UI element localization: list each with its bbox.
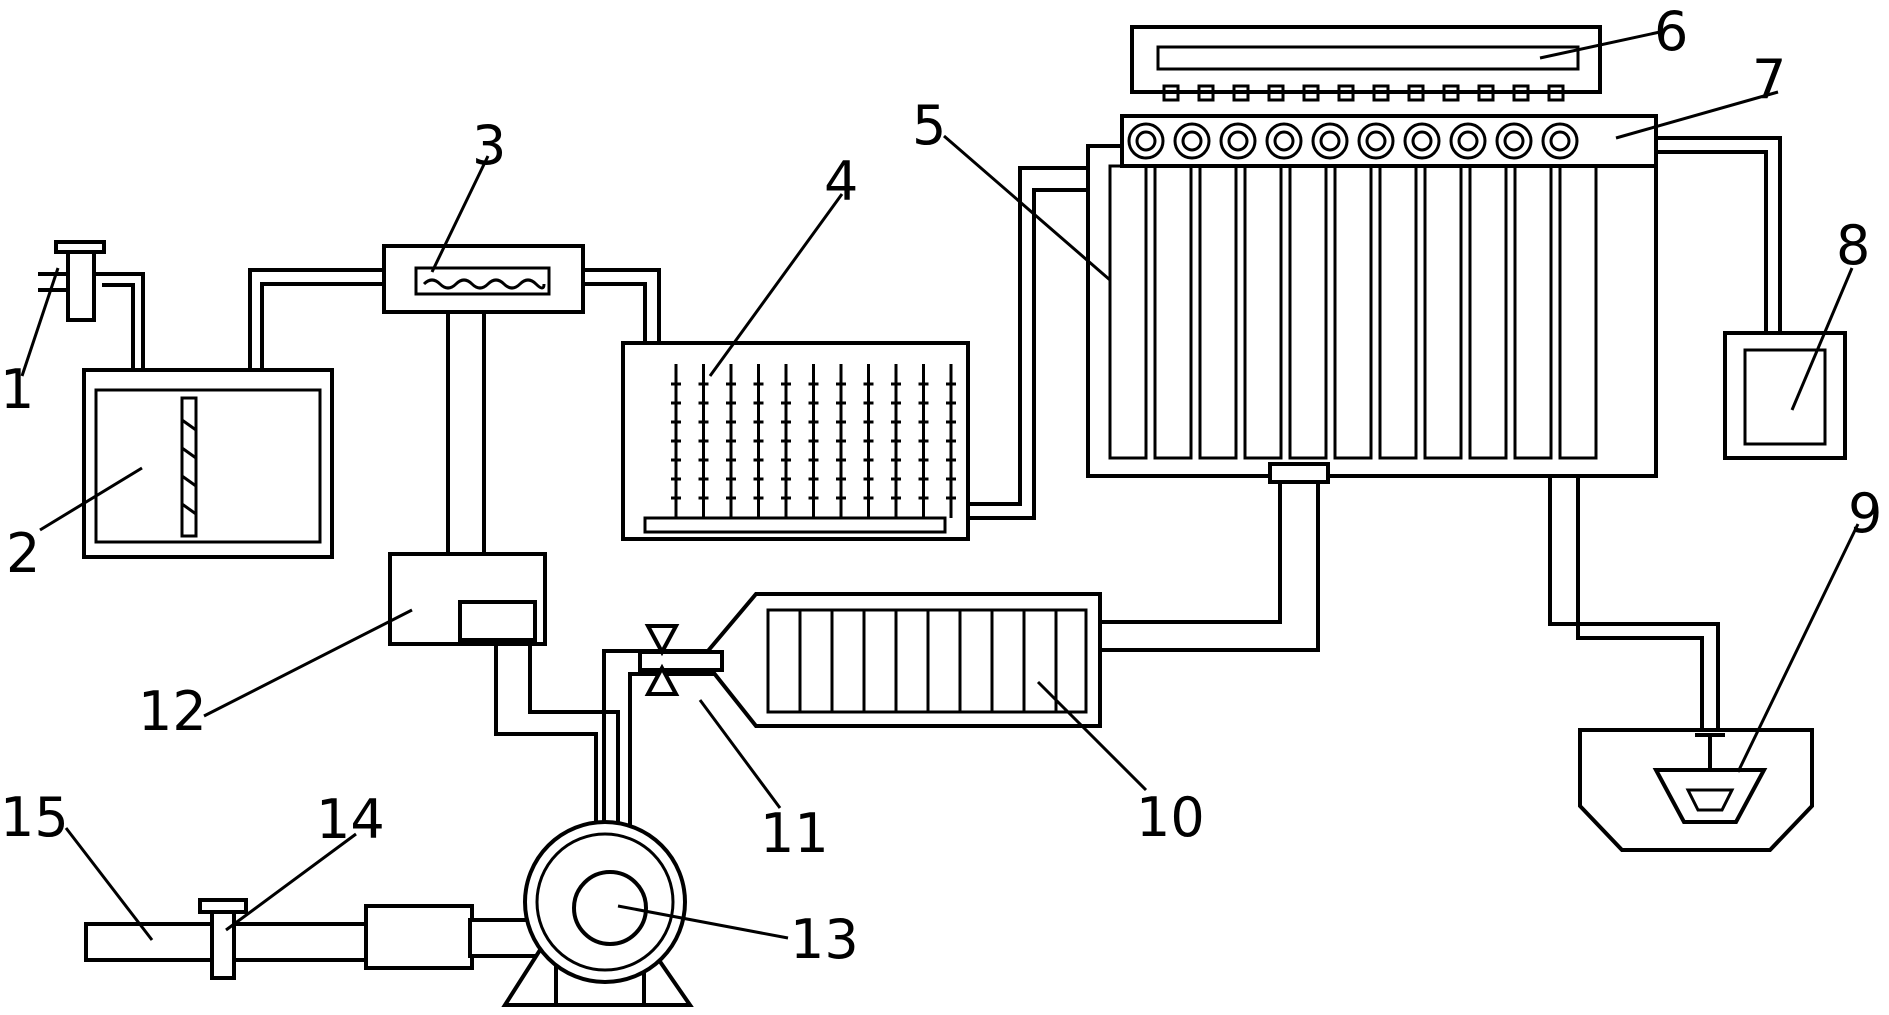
label-5: 5 [912,94,946,157]
filter-10 [699,592,1102,728]
electrode-array [671,364,956,518]
roller [1219,122,1257,160]
label-6: 6 [1654,0,1688,63]
valve-11 [638,624,724,696]
label-8: 8 [1836,214,1870,277]
nozzle [1302,84,1320,102]
nozzle [1162,84,1180,102]
roller [1541,122,1579,160]
settling-tank-9 [1578,728,1814,852]
nozzle [1547,84,1565,102]
nozzle [1407,84,1425,102]
leader-lines [20,30,1860,941]
label-9: 9 [1848,482,1882,545]
label-11: 11 [760,802,829,865]
electrode-tank-4 [621,341,970,541]
roller-core [1135,130,1157,152]
roller-row-7 [1120,114,1658,168]
nozzle-array [1162,84,1565,102]
nozzle [1337,84,1355,102]
top-unit-6 [1130,25,1602,102]
roller [1265,122,1303,160]
label-10: 10 [1136,786,1205,849]
label-2: 2 [6,522,40,585]
tank-2 [82,368,334,559]
cell-unit-5 [1086,144,1658,484]
label-4: 4 [824,150,858,213]
roller-core [1457,130,1479,152]
roller [1403,122,1441,160]
control-unit-12 [388,552,547,646]
roller-core [1503,130,1525,152]
nozzle [1512,84,1530,102]
label-7: 7 [1752,48,1786,111]
label-15: 15 [0,786,69,849]
roller-core [1411,130,1433,152]
filter-plates [798,610,1058,712]
roller-core [1365,130,1387,152]
label-13: 13 [790,908,859,971]
nozzle [1197,84,1215,102]
roller [1311,122,1349,160]
roller [1357,122,1395,160]
nozzle [1267,84,1285,102]
nozzle [1442,84,1460,102]
nozzle [1232,84,1250,102]
labels: 1 2 3 4 5 6 7 8 9 10 11 12 13 14 15 [0,0,1882,971]
roller-core [1319,130,1341,152]
inlet-valve [38,240,106,322]
label-1: 1 [0,358,34,421]
pump-13 [501,820,694,1007]
roller [1127,122,1165,160]
roller [1449,122,1487,160]
valve-14 [198,898,248,980]
roller-core [1549,130,1571,152]
roller-core [1181,130,1203,152]
roller [1495,122,1533,160]
nozzle [1372,84,1390,102]
roller [1173,122,1211,160]
heater-device-3 [382,244,585,314]
roller-core [1273,130,1295,152]
roller-array [1127,122,1579,160]
label-3: 3 [472,114,506,177]
label-14: 14 [316,788,385,851]
label-12: 12 [138,680,207,743]
roller-core [1227,130,1249,152]
nozzle [1477,84,1495,102]
box-8 [1723,331,1847,460]
